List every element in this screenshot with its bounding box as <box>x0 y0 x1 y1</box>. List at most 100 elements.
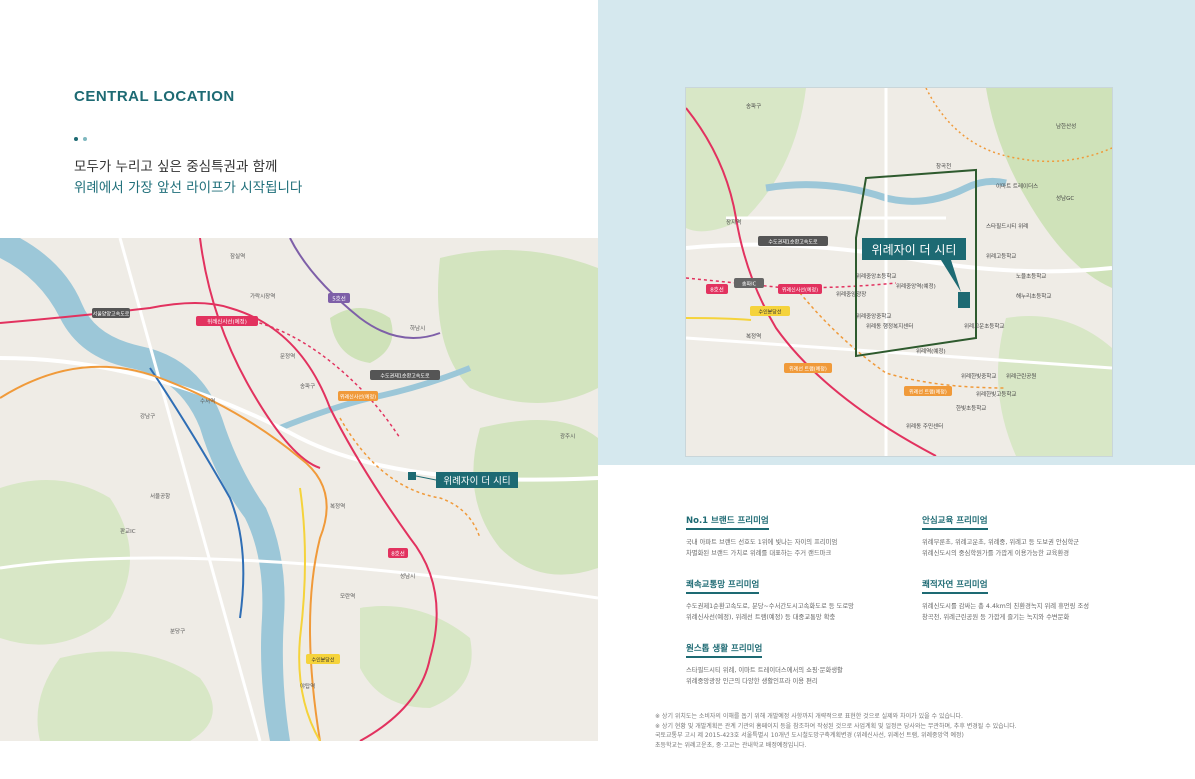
label-jamsil: 잠실역 <box>230 252 245 260</box>
headline-suffix: 가 시작됩니다 <box>223 180 303 196</box>
label-pangyo: 판교IC <box>120 527 136 535</box>
svg-text:수인분당선: 수인분당선 <box>758 309 781 316</box>
feature-title: 안심교육 프리미엄 <box>922 514 988 530</box>
label-songpa-gu: 송파구 <box>746 102 761 110</box>
label-gwangju: 광주시 <box>560 433 575 440</box>
subway-line-8 <box>199 238 321 469</box>
subway-line-red <box>0 302 438 741</box>
label-songpa-admin: 위례동 주민센터 <box>906 422 943 430</box>
label-wirye-elem: 위례고운초등학교 <box>964 322 1004 330</box>
human-ring <box>855 168 977 358</box>
label-hanbit-middle: 위례한빛중학교 <box>961 372 996 380</box>
svg-text:수도권제1순환고속도로: 수도권제1순환고속도로 <box>380 373 430 380</box>
detail-callout: 위례자이 더 시티 <box>862 238 966 292</box>
feature-title: 쾌적자연 프리미엄 <box>922 578 988 594</box>
dot-dark <box>74 137 78 141</box>
wide-location-map: 위례신사선(예정) 5호선 수도권제1순환고속도로 위례신사선(예정) 8호선 … <box>0 238 598 741</box>
label-yatap: 야탑역 <box>300 682 315 690</box>
label-songpa: 송파구 <box>300 382 315 390</box>
badge-suin-bundang: 수인분당선 <box>306 654 340 664</box>
feature-title: No.1 브랜드 프리미엄 <box>686 514 769 530</box>
subway-line-8 <box>686 107 937 456</box>
planned-road <box>925 88 1112 163</box>
badge-wirye-tram: 위례선 트램(예정) <box>784 363 832 373</box>
label-wirye-yeok: 위례역(예정) <box>916 347 946 355</box>
green-area <box>438 250 598 403</box>
note-line: ※ 상기 현황 및 개발계획은 관계 기관의 홈페이지 등을 참조하여 작성된 … <box>655 722 1017 730</box>
label-starfield: 스타필드시티 위례 <box>986 222 1028 230</box>
feature-brand: No.1 브랜드 프리미엄 국내 아파트 브랜드 선호도 1위에 빛나는 자이의… <box>686 508 891 559</box>
label-garak: 가락시장역 <box>250 292 275 300</box>
subway-line-yellow <box>298 487 321 741</box>
badge-sudogwon: 수도권제1순환고속도로 <box>758 236 828 246</box>
feature-transport: 쾌속교통망 프리미엄 수도권제1순환고속도로, 분당~수서간도시고속화도로 등 … <box>686 572 891 623</box>
label-emart: 이마트 트레이더스 <box>996 182 1038 190</box>
feature-title: 원스톱 생활 프리미엄 <box>686 642 763 658</box>
label-wirye-dong: 위례동 행정복지센터 <box>866 322 913 330</box>
subway-line-blue <box>149 367 245 619</box>
badge-wirye-sinsa: 위례신사선(예정) <box>778 284 822 294</box>
svg-text:송파IC: 송파IC <box>742 281 757 288</box>
feature-title: 쾌속교통망 프리미엄 <box>686 578 760 594</box>
label-wirye-center: 위례중앙역(예정) <box>896 282 936 290</box>
svg-text:8호선: 8호선 <box>391 550 405 558</box>
road <box>0 556 598 600</box>
feature-education: 안심교육 프리미엄 위례무룬초, 위례고운초, 위례중, 위례고 등 도보권 안… <box>922 508 1127 559</box>
green-area <box>360 606 472 708</box>
label-wirye-square: 위례중앙광장 <box>836 290 866 298</box>
changgok-stream <box>765 177 1007 205</box>
label-seoul-airport: 서울공항 <box>150 492 170 500</box>
road <box>686 336 1112 370</box>
svg-text:수도권제1순환고속도로: 수도권제1순환고속도로 <box>768 239 818 246</box>
planned-line <box>199 316 401 439</box>
feature-living: 원스톱 생활 프리미엄 스타필드시티 위례, 이마트 트레이더스에서의 쇼핑·문… <box>686 636 891 687</box>
headline-line1: 모두가 누리고 싶은 중심특권과 함께 <box>74 159 278 175</box>
headline-highlight: 가장 앞선 라이프 <box>127 180 224 196</box>
title-dots <box>74 126 92 145</box>
svg-text:위례자이 더 시티: 위례자이 더 시티 <box>872 243 957 257</box>
svg-text:8호선: 8호선 <box>710 286 724 294</box>
label-seongnam: 성남시 <box>400 572 415 580</box>
note-line: 초등학교는 위례고운초, 중·고교는 관내학교 배정예정입니다. <box>655 741 807 749</box>
site-marker <box>408 472 416 480</box>
label-haenam: 해누리초등학교 <box>1016 292 1051 300</box>
subway-line-orange <box>0 365 328 741</box>
road <box>118 238 262 741</box>
green-area <box>37 651 213 741</box>
label-moran: 모란역 <box>340 592 355 600</box>
headline: 모두가 누리고 싶은 중심특권과 함께 위례에서 가장 앞선 라이프가 시작됩니… <box>74 157 302 199</box>
label-bokjeong: 복정역 <box>330 502 345 510</box>
label-suseo: 수서역 <box>200 397 215 405</box>
label-bundang: 분당구 <box>170 628 185 635</box>
label-hanam: 하남시 <box>410 324 425 332</box>
badge-songpa: 송파IC <box>734 278 764 288</box>
river <box>0 238 290 741</box>
note-line: ※ 상기 위치도는 소비자의 이해를 돕기 위해 개발예정 사항까지 개략적으로… <box>655 713 963 720</box>
green-area <box>686 88 806 232</box>
badge-line8: 8호선 <box>388 548 408 558</box>
badge-wirye-sinsa-2: 위례신사선(예정) <box>338 391 378 401</box>
subway-line-purple <box>289 238 441 339</box>
label-wirye-hospital: 위례중앙초등학교 <box>856 272 896 280</box>
detail-location-map: 위례자이 더 시티 수도권제1순환고속도로 8호선 위례신사선(예정) 수인분당… <box>686 88 1112 456</box>
detail-map-svg: 위례자이 더 시티 수도권제1순환고속도로 8호선 위례신사선(예정) 수인분당… <box>686 88 1112 456</box>
wirye-tram <box>795 287 1007 389</box>
dot-light <box>83 137 87 141</box>
label-hanbit-school: 한빛초등학교 <box>956 404 986 412</box>
badge-line8: 8호선 <box>706 284 728 294</box>
planned-tram <box>339 417 481 539</box>
feature-nature: 쾌적자연 프리미엄 위례신도시를 감싸는 총 4.4km의 친환경녹지 위례 휴… <box>922 572 1127 623</box>
label-wirye-middle: 위례중앙중학교 <box>856 312 891 320</box>
label-bokjeong: 복정역 <box>746 332 761 340</box>
label-wirye-park: 위례근린공원 <box>1006 372 1036 380</box>
badge-sudogwon: 수도권제1순환고속도로 <box>370 370 440 380</box>
badge-line5: 5호선 <box>328 293 350 303</box>
label-changgok: 창곡천 <box>936 162 951 170</box>
label-noeul: 노을초등학교 <box>1016 272 1046 280</box>
svg-text:위례신사선(예정): 위례신사선(예정) <box>782 287 818 294</box>
svg-text:위례신사선(예정): 위례신사선(예정) <box>340 394 376 401</box>
